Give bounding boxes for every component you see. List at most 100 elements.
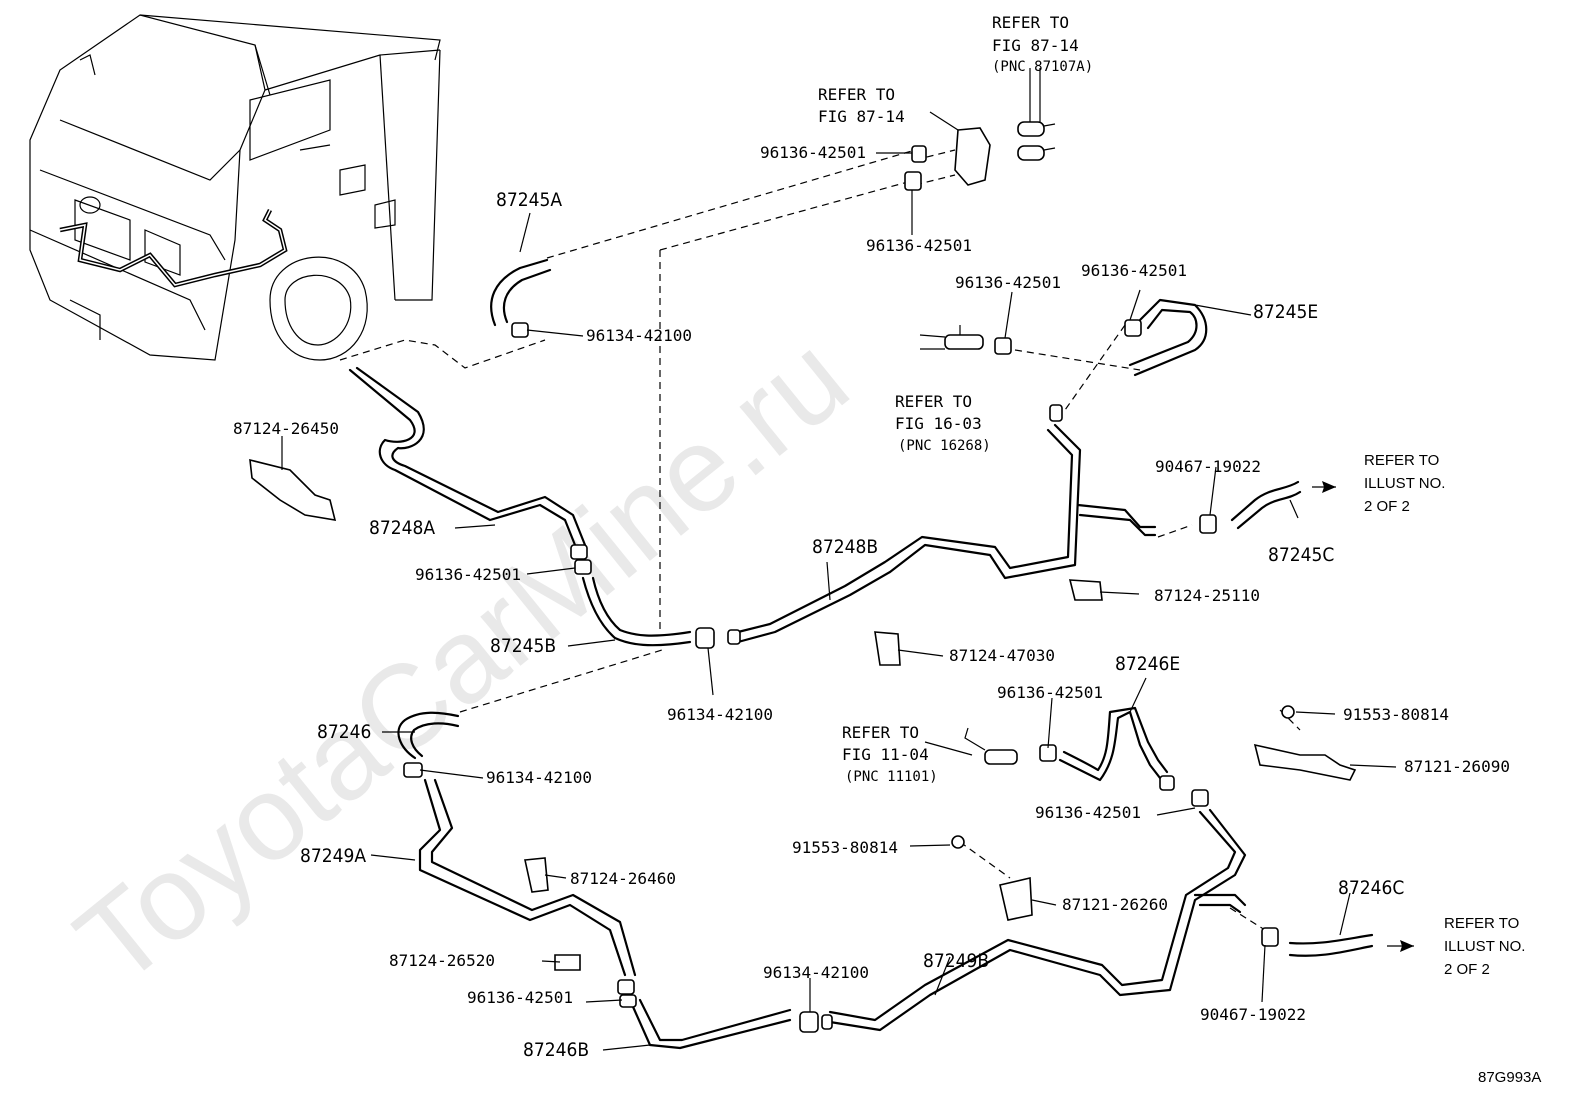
label-96134-42100: 96134-42100 (486, 768, 592, 787)
label-87245E: 87245E (1253, 301, 1318, 323)
clamp-icon (911, 145, 927, 163)
diagram-code: 87G993A (1478, 1069, 1541, 1086)
bolt-icon (951, 835, 965, 849)
bracket-icon (249, 458, 337, 521)
clamp-icon (1261, 927, 1279, 947)
clamp-icon (904, 171, 922, 191)
label-96136-42501: 96136-42501 (955, 273, 1061, 292)
ref-line: REFER TO (842, 723, 919, 742)
ref-line: 2 OF 2 (1364, 498, 1410, 515)
clamp-icon (727, 629, 741, 645)
label-87245A: 87245A (496, 189, 562, 211)
hose-87248A (348, 366, 587, 547)
label-96134-42100: 96134-42100 (667, 705, 773, 724)
hose-87245E (1128, 298, 1208, 377)
ref-line: (PNC 16268) (898, 438, 991, 454)
label-90467-19022: 90467-19022 (1200, 1005, 1306, 1024)
clip-icon (874, 631, 901, 666)
watermark: ToyotaCarMine.ru (52, 310, 872, 1010)
vehicle-illustration (29, 14, 441, 361)
label-87246E: 87246E (1115, 653, 1180, 675)
clamp-icon (570, 544, 588, 560)
hose-87249B (828, 808, 1247, 1032)
hose-87248B (736, 423, 1157, 644)
label-87121-26090: 87121-26090 (1404, 757, 1510, 776)
clamp-icon (821, 1014, 833, 1030)
label-87124-26450: 87124-26450 (233, 419, 339, 438)
label-87248B: 87248B (812, 536, 878, 558)
ref-fig-87-14-pnc: REFER TO FIG 87-14 (PNC 87107A) (992, 13, 1093, 75)
label-87248A: 87248A (369, 517, 435, 539)
label-87249A: 87249A (300, 845, 366, 867)
label-87249B: 87249B (923, 950, 989, 972)
hose-87246C (1288, 933, 1374, 957)
clip-icon (524, 857, 549, 893)
hose-87245B (581, 576, 692, 647)
label-91553-80814: 91553-80814 (792, 838, 898, 857)
label-96136-42501: 96136-42501 (415, 565, 521, 584)
clamp-icon (1191, 789, 1209, 807)
label-87121-26260: 87121-26260 (1062, 895, 1168, 914)
pipe-end-icon (1017, 145, 1045, 161)
clamp-icon (511, 322, 529, 338)
ref-line: REFER TO (992, 13, 1069, 32)
label-96136-42501: 96136-42501 (866, 236, 972, 255)
clip-icon (1068, 579, 1103, 601)
hose-87246 (397, 711, 460, 760)
ref-fig-16-03: REFER TO FIG 16-03 (PNC 16268) (895, 392, 991, 454)
label-90467-19022: 90467-19022 (1155, 457, 1261, 476)
clamp-icon (799, 1011, 819, 1033)
ref-line: REFER TO (818, 85, 895, 104)
clamp-icon (403, 762, 423, 778)
label-87124-47030: 87124-47030 (949, 646, 1055, 665)
bracket-icon (999, 877, 1033, 921)
junction-fitting-icon (954, 127, 991, 186)
clamp-icon (1199, 514, 1217, 534)
clamp-icon (619, 994, 637, 1008)
label-87245B: 87245B (490, 635, 556, 657)
vehicle-hose-routing (59, 208, 288, 288)
bracket-icon (1253, 743, 1357, 781)
label-96134-42100: 96134-42100 (763, 963, 869, 982)
ref-line: FIG 11-04 (842, 745, 929, 764)
ref-line: ILLUST NO. (1444, 938, 1525, 955)
label-96136-42501: 96136-42501 (997, 683, 1103, 702)
hose-87249A (418, 778, 637, 977)
label-96136-42501: 96136-42501 (1081, 261, 1187, 280)
ref-fig-11-04: REFER TO FIG 11-04 (PNC 11101) (842, 723, 938, 785)
ref-fig-87-14: REFER TO FIG 87-14 (818, 85, 905, 126)
hose-87246E (1058, 706, 1169, 782)
label-87246C: 87246C (1338, 877, 1404, 899)
label-96136-42501: 96136-42501 (760, 143, 866, 162)
label-87245C: 87245C (1268, 544, 1334, 566)
clip-icon (554, 954, 581, 971)
ref-line: FIG 87-14 (992, 36, 1079, 55)
label-87124-25110: 87124-25110 (1154, 586, 1260, 605)
ref-illust-2-of-2-upper: REFER TO ILLUST NO. 2 OF 2 (1364, 452, 1445, 515)
leader-lines (281, 111, 1414, 1051)
clamp-icon (994, 337, 1012, 355)
ref-line: REFER TO (1364, 452, 1439, 469)
hose-87246B (628, 998, 792, 1050)
label-87124-26520: 87124-26520 (389, 951, 495, 970)
ref-line: REFER TO (895, 392, 972, 411)
arrow-icon (1322, 481, 1414, 952)
clamp-icon (617, 979, 635, 995)
clamp-icon (1159, 775, 1175, 791)
water-pipe-icon (944, 334, 984, 350)
ref-illust-2-of-2-lower: REFER TO ILLUST NO. 2 OF 2 (1444, 915, 1525, 978)
ref-line: REFER TO (1444, 915, 1519, 932)
label-96136-42501: 96136-42501 (1035, 803, 1141, 822)
water-pipe-icon (984, 749, 1018, 765)
label-87124-26460: 87124-26460 (570, 869, 676, 888)
hose-87245A (490, 258, 552, 327)
clamp-icon (1049, 404, 1063, 422)
ref-line: (PNC 11101) (845, 769, 938, 785)
clamp-icons (249, 68, 1357, 1033)
label-87246: 87246 (317, 721, 371, 743)
hose-87245C (1230, 480, 1302, 530)
label-87246B: 87246B (523, 1039, 589, 1061)
ref-line: FIG 87-14 (818, 107, 905, 126)
